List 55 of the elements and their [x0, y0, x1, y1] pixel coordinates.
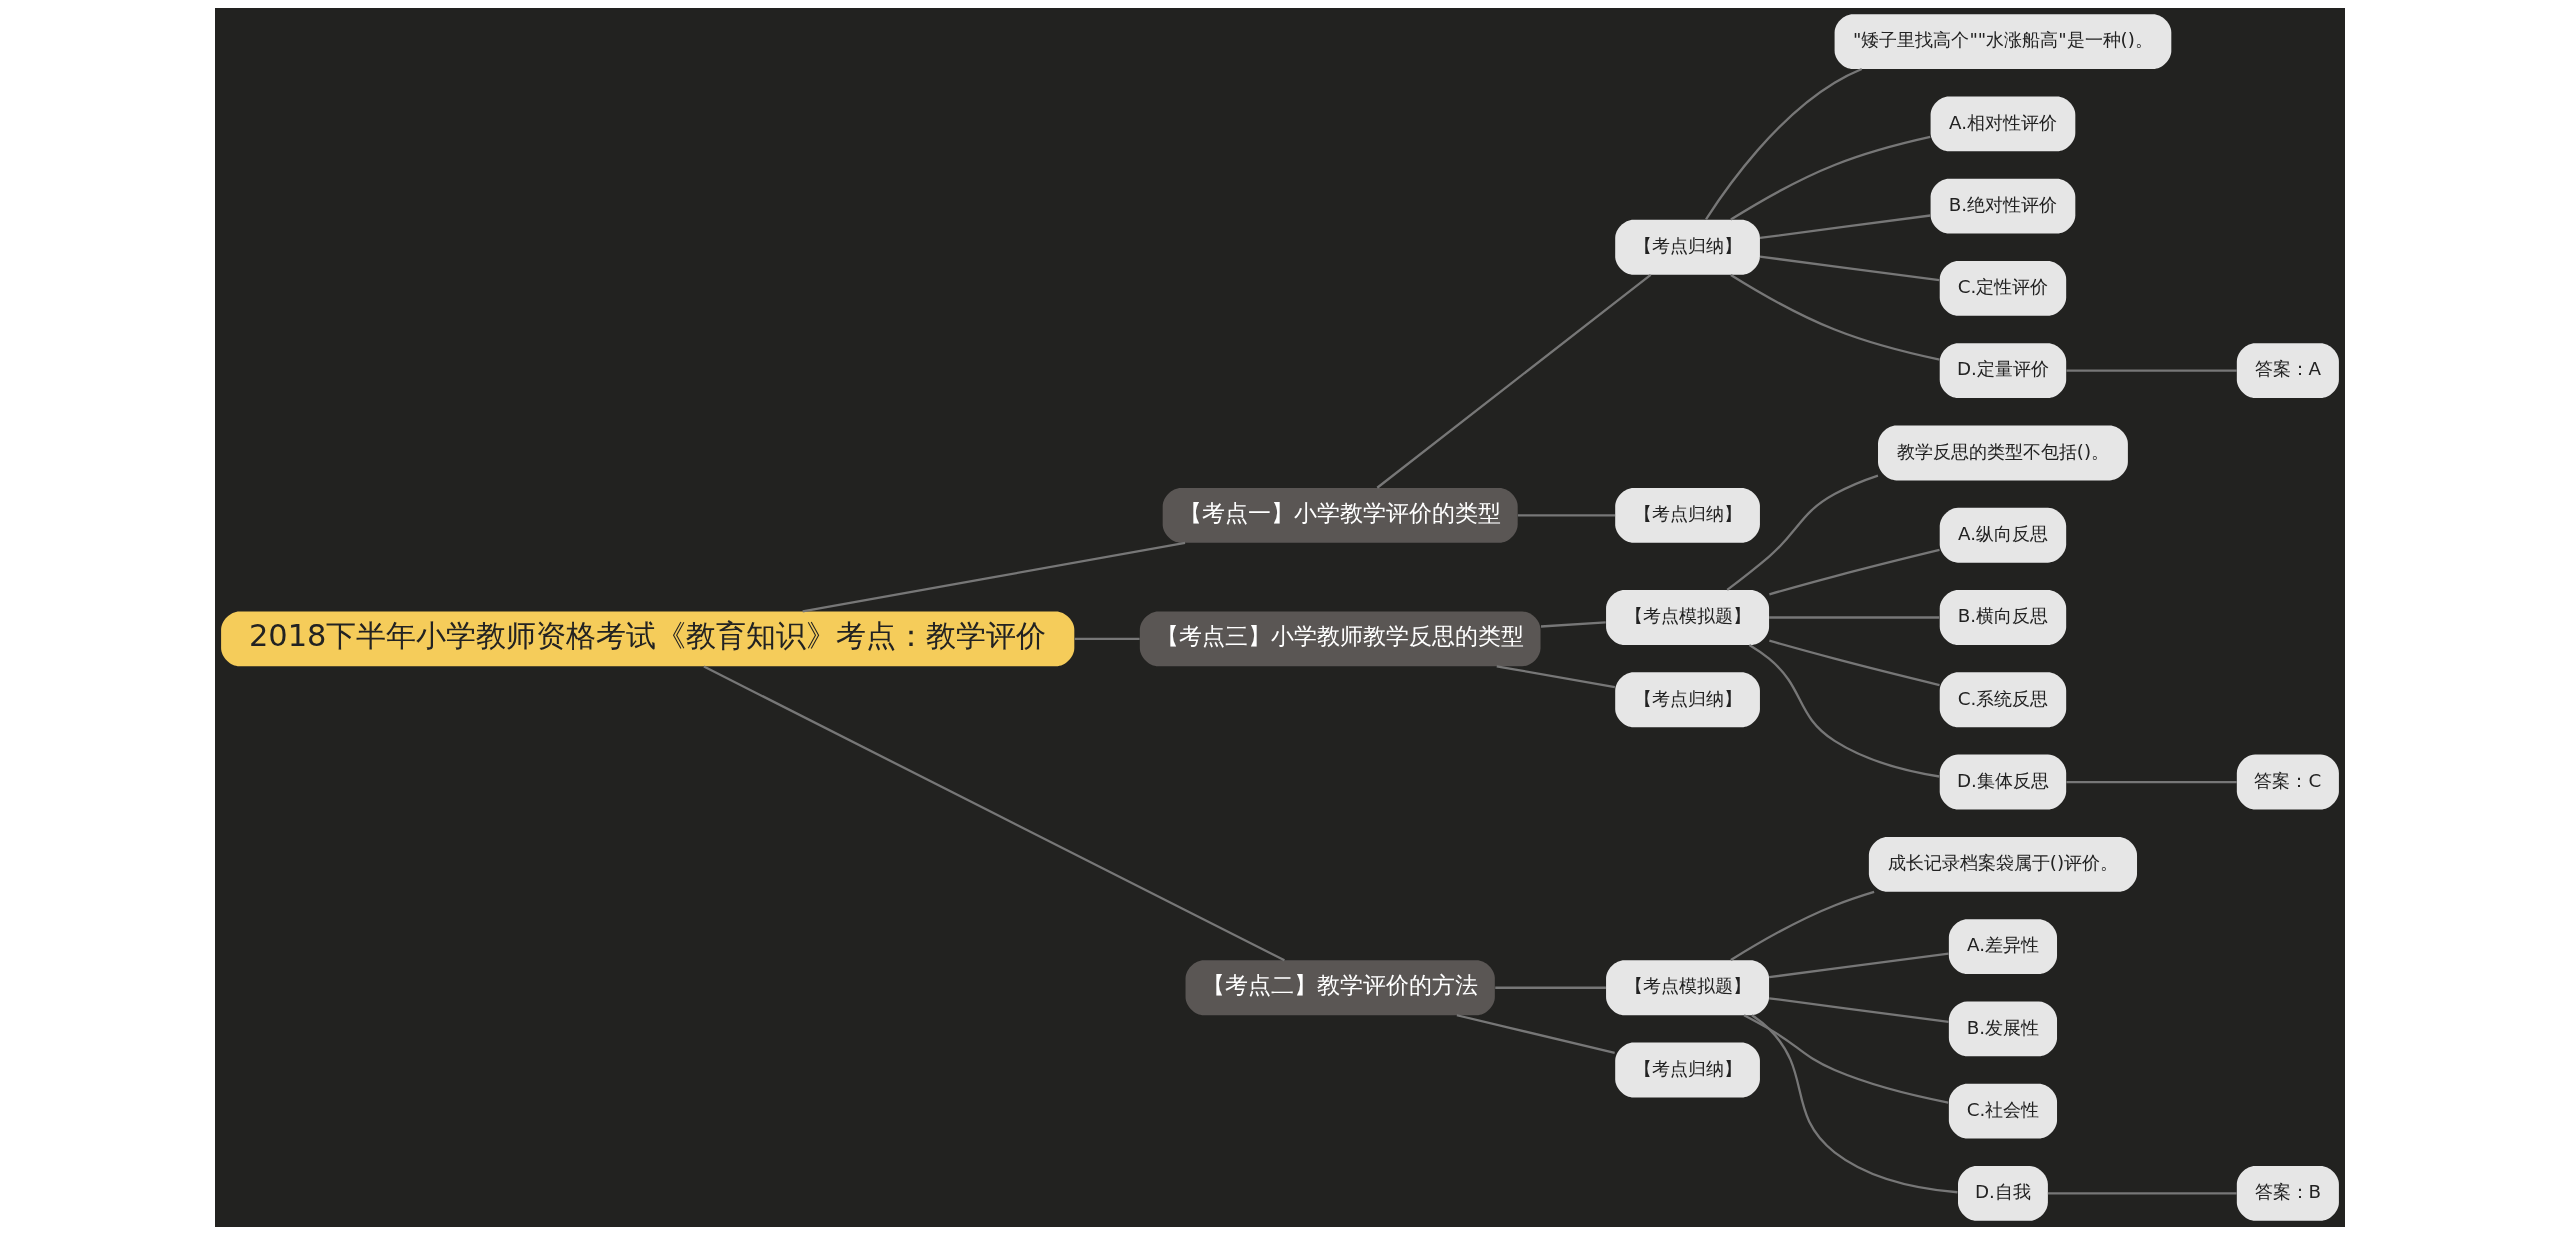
- connector: [1540, 621, 1606, 628]
- node-box: A.纵向反思: [1939, 507, 2067, 563]
- node-box: A.相对性评价: [1930, 96, 2076, 152]
- connector: [802, 541, 1186, 613]
- node-box: "矮子里找高个""水涨船高"是一种()。: [1834, 14, 2172, 69]
- connector: [703, 665, 1285, 962]
- connector: [1769, 548, 1940, 596]
- node-box: B.发展性: [1948, 1001, 2058, 1057]
- node-box: C.社会性: [1948, 1083, 2058, 1139]
- connector: [1705, 68, 1863, 220]
- node-box: D.集体反思: [1939, 754, 2067, 810]
- node-box: D.自我: [1958, 1166, 2048, 1221]
- node-box: D.定量评价: [1939, 343, 2067, 399]
- node-box: 成长记录档案袋属于()评价。: [1868, 836, 2138, 892]
- connector: [1768, 952, 1949, 979]
- node-box: 【考点归纳】: [1615, 488, 1760, 543]
- node-box: 【考点三】小学教师教学反思的类型: [1139, 611, 1541, 667]
- node-box: 答案：C: [2236, 754, 2339, 810]
- connector: [2066, 780, 2237, 784]
- node-box: 教学反思的类型不包括()。: [1878, 425, 2128, 481]
- connector: [1726, 474, 1879, 591]
- node-box: 2018下半年小学教师资格考试《教育知识》考点：教学评价: [221, 611, 1075, 667]
- connector: [1748, 643, 1940, 778]
- connector: [2066, 369, 2237, 372]
- node-box: A.差异性: [1948, 919, 2058, 974]
- connector: [1517, 514, 1615, 517]
- connector: [1759, 255, 1940, 282]
- connector: [1751, 1014, 1958, 1194]
- connector: [1495, 986, 1606, 989]
- node-box: 【考点二】教学评价的方法: [1185, 960, 1495, 1016]
- connector: [1743, 1014, 1949, 1104]
- node-box: 【考点归纳】: [1615, 219, 1760, 275]
- connector: [1769, 616, 1940, 619]
- connector: [1769, 639, 1940, 687]
- node-box: C.定性评价: [1939, 261, 2067, 316]
- node-box: 答案：B: [2236, 1166, 2339, 1221]
- node-box: 【考点模拟题】: [1606, 960, 1770, 1016]
- connector: [1759, 214, 1931, 240]
- node-box: B.横向反思: [1939, 590, 2067, 645]
- node-box: 答案：A: [2236, 343, 2339, 399]
- node-box: 【考点归纳】: [1615, 672, 1760, 728]
- node-box: 【考点归纳】: [1615, 1042, 1760, 1098]
- connector: [1376, 273, 1652, 489]
- connector: [1730, 890, 1875, 962]
- node-box: B.绝对性评价: [1930, 178, 2076, 234]
- connector: [1768, 997, 1949, 1024]
- node-box: 【考点一】小学教学评价的类型: [1162, 488, 1518, 543]
- node-box: C.系统反思: [1939, 672, 2067, 728]
- connector: [1456, 1014, 1615, 1055]
- node-box: 【考点模拟题】: [1606, 590, 1770, 645]
- connector: [1074, 637, 1140, 640]
- connector: [1496, 665, 1616, 689]
- connector: [1730, 273, 1940, 361]
- connector: [1730, 135, 1931, 221]
- connector: [2047, 1192, 2237, 1195]
